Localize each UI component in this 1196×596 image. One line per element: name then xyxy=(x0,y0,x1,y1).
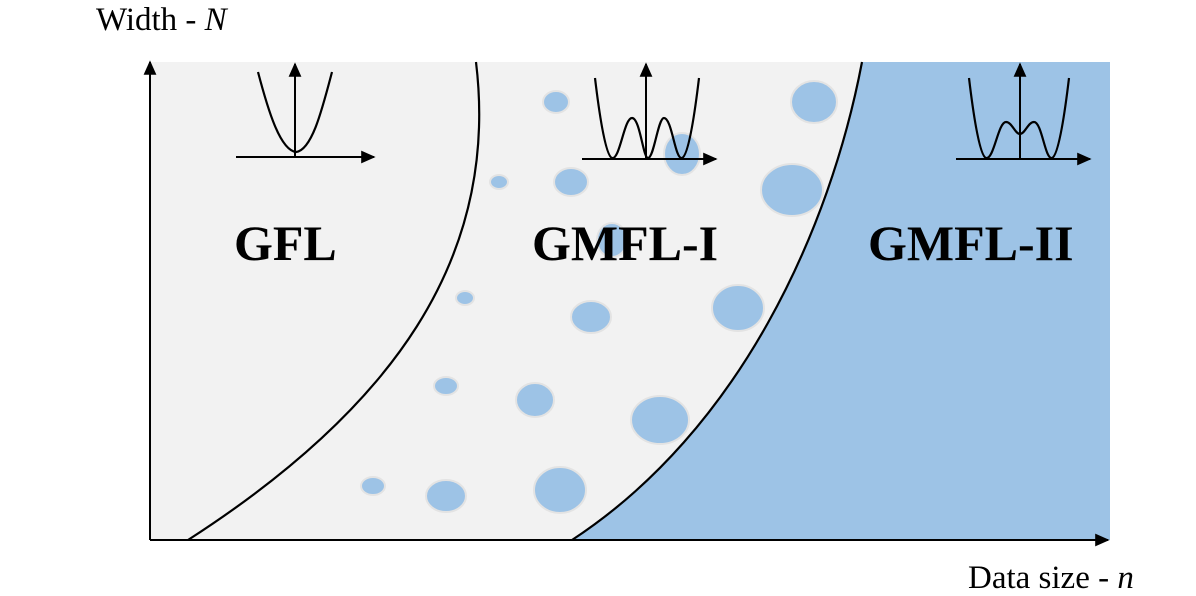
loss-landscape-icon xyxy=(582,62,718,166)
bubble-icon xyxy=(553,167,589,197)
bubbles-group xyxy=(360,80,838,514)
bubble-icon xyxy=(533,466,587,514)
bubble-icon xyxy=(360,476,386,496)
bubble-icon xyxy=(425,479,467,513)
bubble-icon xyxy=(515,382,555,418)
region-label-gfl: GFL xyxy=(234,215,337,271)
loss-landscape-icon xyxy=(956,62,1092,166)
x-axis-label-text: Data size - xyxy=(968,560,1118,596)
gmfl-boundary-curve xyxy=(571,61,864,541)
bubble-icon xyxy=(542,90,570,114)
bubble-icon xyxy=(489,174,509,190)
bubble-icon xyxy=(663,132,701,176)
gmfl2-region xyxy=(572,62,1110,540)
y-axis-label: Width - N xyxy=(96,4,227,37)
bubble-icon xyxy=(760,163,824,217)
bubble-icon xyxy=(596,222,628,258)
bubble-icon xyxy=(455,290,475,306)
bubble-icon xyxy=(433,376,459,396)
region-label-gmfl-i: GMFL-I xyxy=(532,215,719,271)
bubble-icon xyxy=(570,300,612,334)
x-axis-variable: n xyxy=(1117,560,1134,596)
y-axis-label-text: Width - xyxy=(96,2,205,38)
loss-landscape-icon xyxy=(236,62,376,164)
x-axis-label: Data size - n xyxy=(968,562,1134,595)
y-axis-variable: N xyxy=(204,2,227,38)
gfl-boundary-curve xyxy=(187,61,481,541)
region-label-gmfl-ii: GMFL-II xyxy=(868,215,1074,271)
bubble-icon xyxy=(790,80,838,124)
bubble-icon xyxy=(630,395,690,445)
bubble-icon xyxy=(711,284,765,332)
